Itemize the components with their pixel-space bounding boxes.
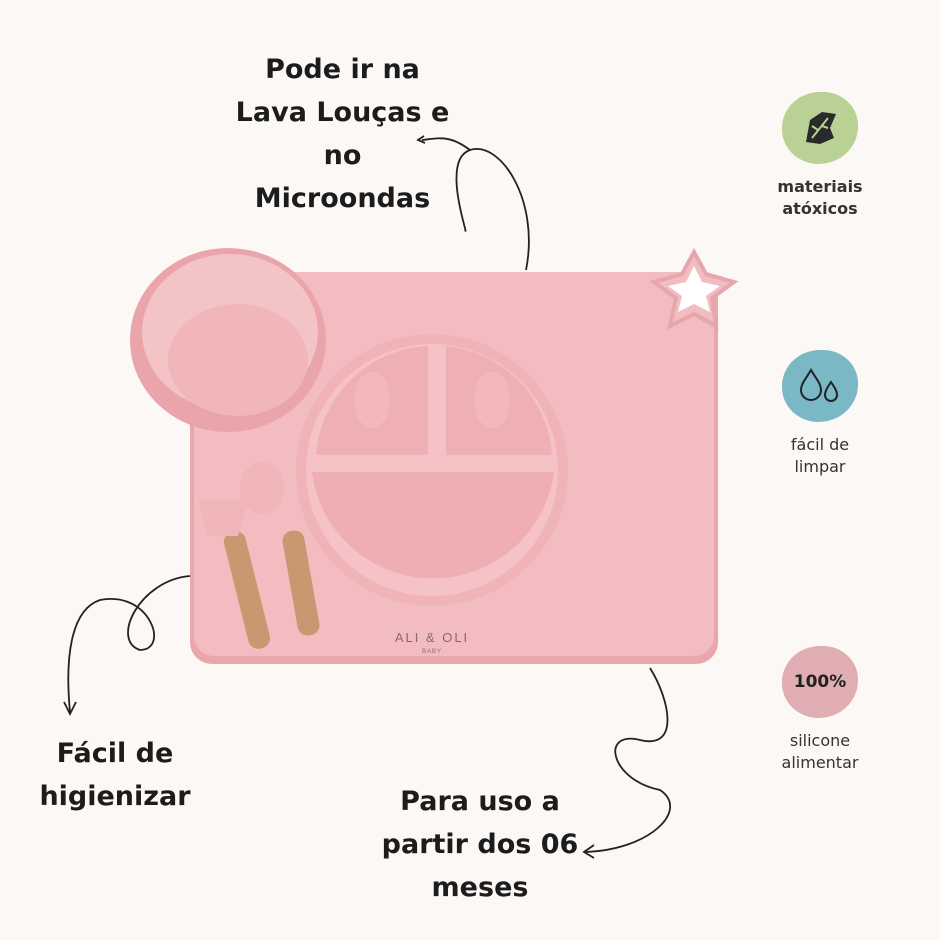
feature-label: silicone	[789, 731, 851, 750]
callout-age: Para uso a partir dos 06 meses	[375, 780, 585, 909]
divided-plate	[296, 334, 568, 606]
feature-easy-clean: fácil de limpar	[750, 350, 890, 478]
callout-dishwasher-microwave: Pode ir na Lava Louças e no Microondas	[230, 48, 455, 220]
callout-line: Pode ir na	[265, 54, 420, 85]
leaf-icon	[782, 92, 858, 164]
badge-text: 100%	[793, 672, 847, 692]
feature-label: limpar	[794, 457, 846, 476]
callout-line: no	[323, 140, 362, 171]
100-percent-badge: 100%	[782, 646, 858, 718]
callout-line: Microondas	[254, 183, 431, 214]
callout-line: meses	[431, 872, 529, 903]
callout-easy-hygiene: Fácil de higienizar	[30, 732, 200, 818]
water-drops-icon	[782, 350, 858, 422]
brand-sub: BABY	[422, 649, 442, 655]
brand-logo: ALI & OLI	[395, 630, 469, 645]
callout-line: partir dos 06	[381, 829, 579, 860]
cutlery	[198, 372, 510, 649]
callout-line: higienizar	[39, 781, 191, 812]
feature-non-toxic: materiais atóxicos	[750, 92, 890, 220]
callout-line: Para uso a	[400, 786, 560, 817]
bowl	[130, 248, 326, 432]
arrows	[63, 135, 672, 859]
feature-label: atóxicos	[782, 199, 858, 218]
feature-label: alimentar	[781, 753, 859, 772]
feature-label: fácil de	[790, 435, 850, 454]
feature-label: materiais	[777, 177, 863, 196]
callout-line: Fácil de	[56, 738, 174, 769]
callout-line: Lava Louças e	[235, 97, 450, 128]
feature-food-silicone: 100% silicone alimentar	[750, 646, 890, 774]
